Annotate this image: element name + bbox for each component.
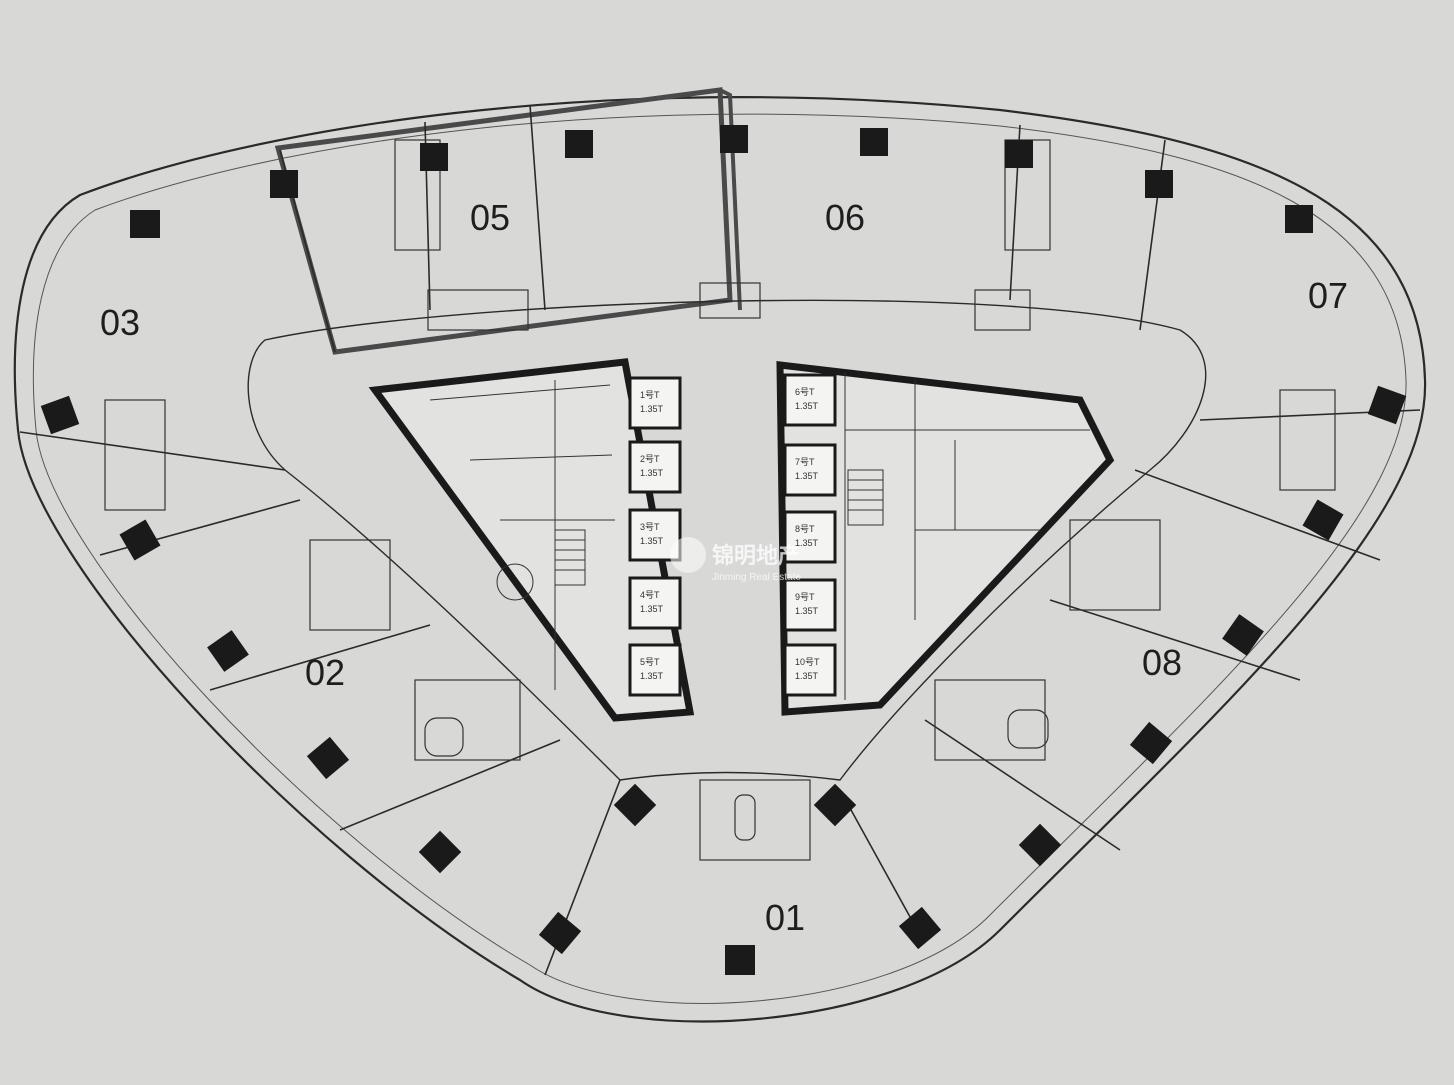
elevator-capacity: 1.35T	[795, 538, 819, 548]
elevator-label: 3号T	[640, 522, 660, 532]
elevator-capacity: 1.35T	[640, 604, 664, 614]
elevator-capacity: 1.35T	[795, 471, 819, 481]
unit-label-02: 02	[305, 652, 345, 693]
unit-label-03: 03	[100, 302, 140, 343]
watermark-logo-icon	[670, 537, 706, 573]
bathtubs	[424, 709, 1049, 841]
watermark-logo: 锦明地产 Jinming Real Estate	[670, 537, 801, 583]
elevator-label: 8号T	[795, 524, 815, 534]
watermark-name-en: Jinming Real Estate	[712, 572, 801, 583]
elevator-label: 6号T	[795, 387, 815, 397]
elevator-label: 1号T	[640, 390, 660, 400]
elevator-label: 10号T	[795, 657, 820, 667]
unit-label-08: 08	[1142, 642, 1182, 683]
building-outer-wall	[13, 96, 1427, 1023]
elevator-capacity: 1.35T	[640, 468, 664, 478]
elevator-label: 9号T	[795, 592, 815, 602]
left-core	[368, 358, 695, 722]
elevator-capacity: 1.35T	[795, 606, 819, 616]
elevator-capacity: 1.35T	[640, 404, 664, 414]
unit-label-01: 01	[765, 897, 805, 938]
stairwells	[496, 469, 884, 601]
elevator-capacity: 1.35T	[795, 401, 819, 411]
elevator-label: 4号T	[640, 590, 660, 600]
unit-labels: 01 02 03 05 06 07 08	[100, 197, 1348, 938]
unit-06-boundary	[719, 88, 742, 311]
elevator-label: 2号T	[640, 454, 660, 464]
elevator-bank-right	[783, 373, 837, 697]
elevator-label: 7号T	[795, 457, 815, 467]
unit-label-05: 05	[470, 197, 510, 238]
corridor-ring	[247, 299, 1207, 781]
elevator-labels: 1号T 2号T 3号T 4号T 5号T 6号T 7号T 8号T 9号T 10号T…	[640, 387, 820, 681]
elevator-label: 5号T	[640, 657, 660, 667]
elevator-capacity: 1.35T	[640, 536, 664, 546]
elevator-capacity: 1.35T	[795, 671, 819, 681]
elevator-capacity: 1.35T	[640, 671, 664, 681]
partition-walls	[19, 104, 1421, 976]
watermark-name-cn: 锦明地产	[712, 543, 800, 568]
unit-label-06: 06	[825, 197, 865, 238]
elevator-bank-left	[628, 376, 682, 697]
unit-label-07: 07	[1308, 275, 1348, 316]
